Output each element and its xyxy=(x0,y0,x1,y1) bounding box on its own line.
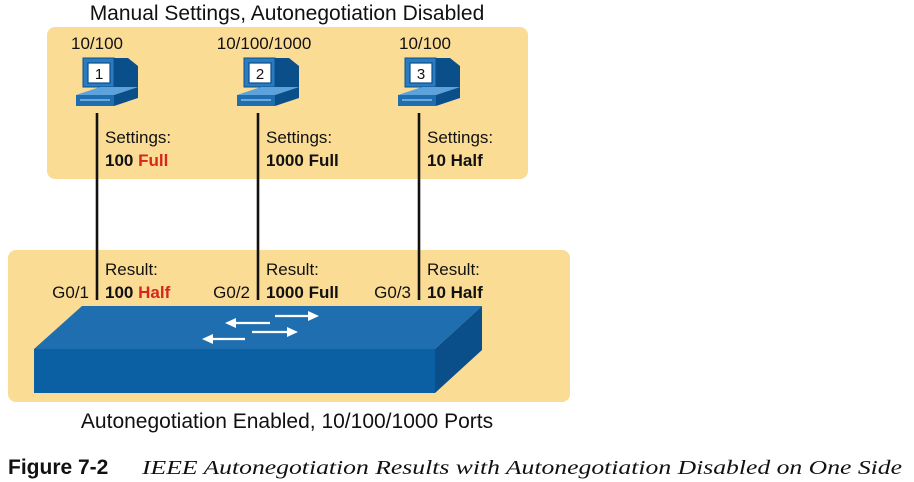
pc-2-settings-speed: 1000 xyxy=(266,151,304,170)
pc-1-settings-duplex: Full xyxy=(138,151,168,170)
pc-1-settings-value: 100 Full xyxy=(105,151,168,170)
pc-2-settings-label: Settings: xyxy=(266,128,332,147)
pc-3-result-value: 10 Half xyxy=(427,283,483,302)
pc-2: 10/100/1000 2 Settings: 1000 Full G0/2 R… xyxy=(213,34,339,302)
pc-1-result-speed: 100 xyxy=(105,283,133,302)
figure-caption-text: IEEE Autonegotiation Results with Autone… xyxy=(141,457,902,479)
pc-1-number: 1 xyxy=(95,66,103,83)
pc-1-settings-label: Settings: xyxy=(105,128,171,147)
pc-2-result-speed: 1000 xyxy=(266,283,304,302)
pc-3-settings-speed: 10 xyxy=(427,151,446,170)
pc-3-number: 3 xyxy=(417,66,425,83)
pc-3-speed-label: 10/100 xyxy=(399,34,451,53)
switch-top-face xyxy=(34,306,482,349)
pc-1: 10/100 1 Settings: 100 Full G0/1 Result:… xyxy=(52,34,171,302)
switch-arrows xyxy=(202,311,319,344)
switch-front-face xyxy=(34,349,435,393)
pc-2-number: 2 xyxy=(256,66,264,83)
bottom-region-title: Autonegotiation Enabled, 10/100/1000 Por… xyxy=(81,410,493,433)
pc-2-speed-label: 10/100/1000 xyxy=(217,34,312,53)
pc-2-result-value: 1000 Full xyxy=(266,283,339,302)
pc-1-result-duplex: Half xyxy=(138,283,170,302)
pc-2-result-duplex: Full xyxy=(309,283,339,302)
pc-3-result-duplex: Half xyxy=(451,283,483,302)
pc-3-result-speed: 10 xyxy=(427,283,446,302)
pc-1-speed-label: 10/100 xyxy=(71,34,123,53)
pc-2-settings-duplex: Full xyxy=(309,151,339,170)
pc-2-result-label: Result: xyxy=(266,260,319,279)
figure-caption-label: Figure 7-2 xyxy=(8,456,108,479)
pc-2-settings-value: 1000 Full xyxy=(266,151,339,170)
switch-icon xyxy=(34,306,482,393)
computer-icon: 3 xyxy=(398,57,460,106)
port-g0-2-label: G0/2 xyxy=(213,283,250,302)
pc-3-result-label: Result: xyxy=(427,260,480,279)
port-g0-3-label: G0/3 xyxy=(374,283,411,302)
pc-1-result-label: Result: xyxy=(105,260,158,279)
computer-icon: 1 xyxy=(76,57,138,106)
pc-3: 10/100 3 Settings: 10 Half G0/3 Result: … xyxy=(374,34,493,302)
top-region-title: Manual Settings, Autonegotiation Disable… xyxy=(90,2,485,25)
port-g0-1-label: G0/1 xyxy=(52,283,89,302)
pc-1-result-value: 100 Half xyxy=(105,283,171,302)
switch-side-face xyxy=(435,306,482,393)
computer-icon: 2 xyxy=(237,57,299,106)
pc-3-settings-label: Settings: xyxy=(427,128,493,147)
pc-3-settings-duplex: Half xyxy=(451,151,483,170)
pc-1-settings-speed: 100 xyxy=(105,151,133,170)
pc-3-settings-value: 10 Half xyxy=(427,151,483,170)
